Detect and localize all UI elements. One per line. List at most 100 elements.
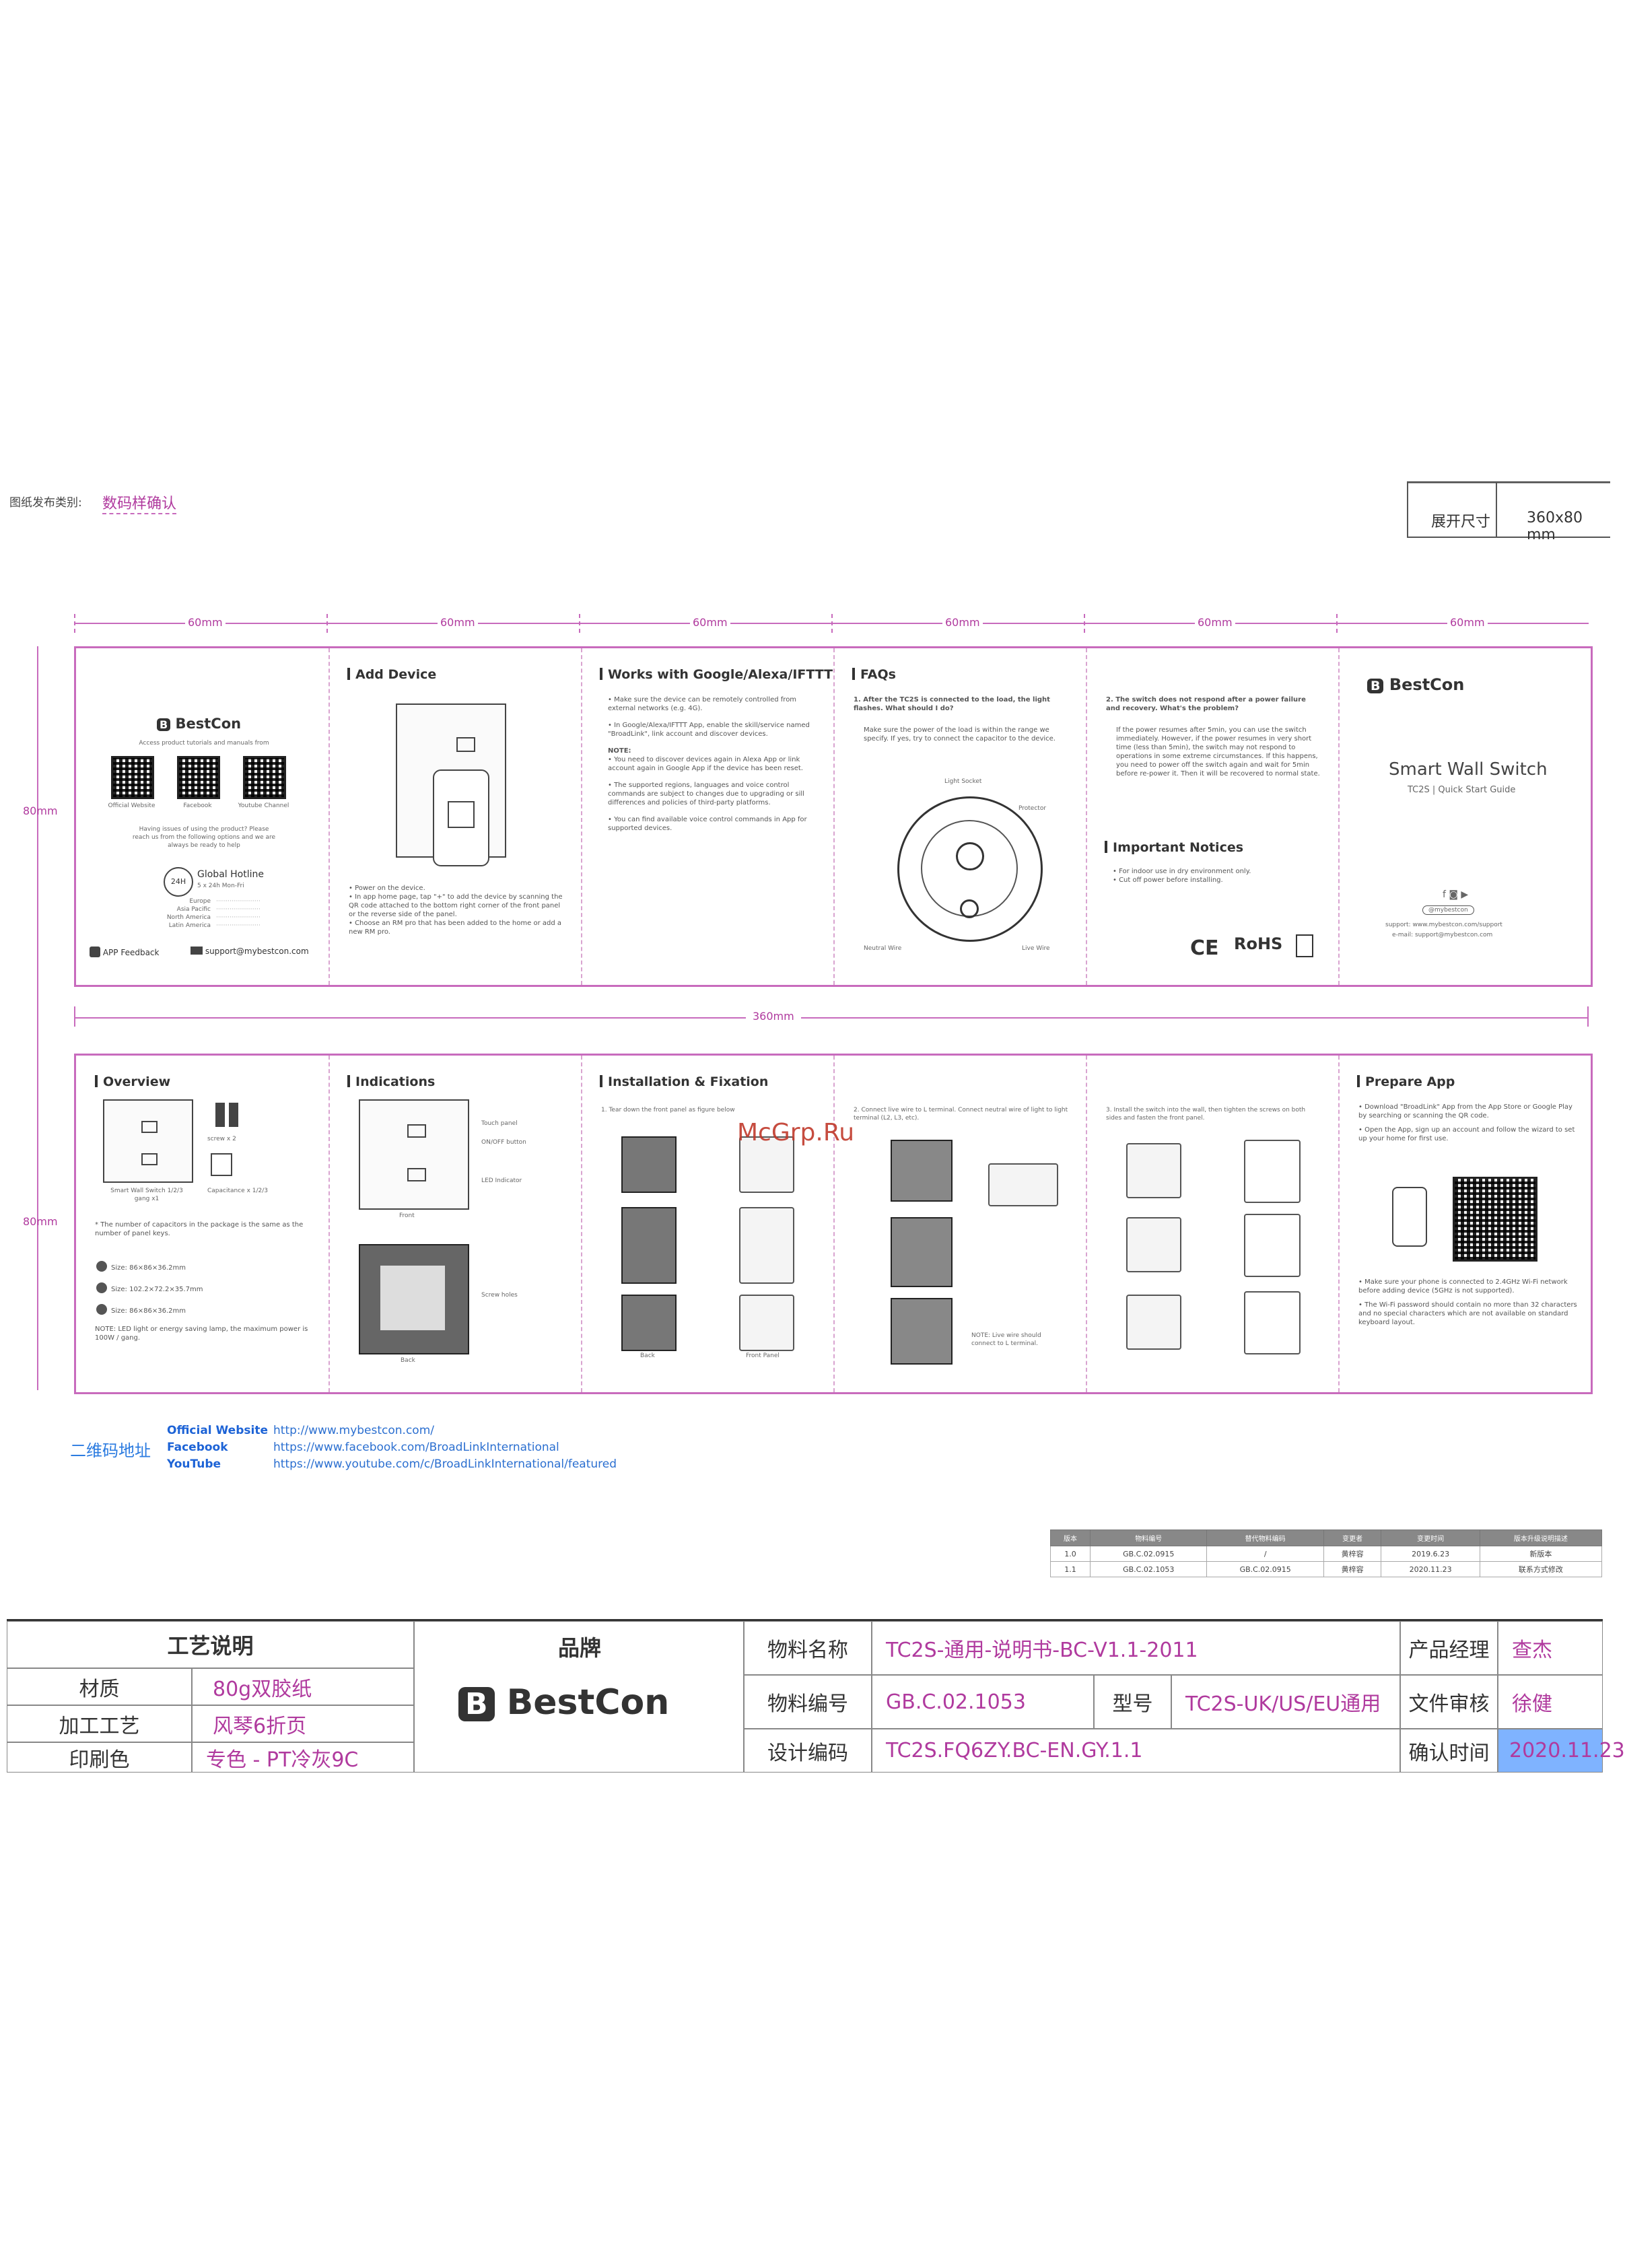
- revision-header: 版本: [1050, 1530, 1091, 1546]
- brand-cell: 品牌 B BestCon: [414, 1621, 744, 1773]
- link-url-youtube[interactable]: https://www.youtube.com/c/BroadLinkInter…: [273, 1457, 617, 1471]
- revision-cell: 联系方式修改: [1479, 1561, 1603, 1577]
- link-label-facebook: Facebook: [167, 1441, 228, 1454]
- number-value: GB.C.02.1053: [872, 1675, 1094, 1729]
- phone-icon: [1392, 1187, 1427, 1247]
- model-value: TC2S-UK/US/EU通用: [1171, 1675, 1400, 1729]
- install-3c-hand: [1244, 1291, 1301, 1354]
- support-url: support: www.mybestcon.com/support: [1385, 922, 1502, 928]
- material-value: 80g双胶纸: [192, 1668, 414, 1705]
- model-label: 型号: [1094, 1675, 1171, 1729]
- link-label-website: Official Website: [167, 1424, 268, 1437]
- ce-mark: CE: [1190, 936, 1219, 960]
- revision-cell: 黄梓容: [1323, 1561, 1382, 1577]
- revision-cell: GB.C.02.1053: [1089, 1561, 1208, 1577]
- label-neutral-wire: Neutral Wire: [864, 945, 902, 952]
- watermark: McGrp.Ru: [737, 1119, 855, 1146]
- unfold-size-value: 360x80 mm: [1527, 510, 1583, 543]
- install-2b: [891, 1217, 953, 1287]
- revision-header: 物料编号: [1089, 1530, 1208, 1546]
- install-1b-back: [621, 1207, 677, 1284]
- b-logo-icon: B: [1367, 679, 1384, 693]
- app-download-qr: [1453, 1177, 1537, 1262]
- leaflet-panel-front: B BestCon Access product tutorials and m…: [74, 646, 1593, 987]
- link-url-website[interactable]: http://www.mybestcon.com/: [273, 1424, 434, 1437]
- link-label-youtube: YouTube: [167, 1457, 221, 1471]
- process-value: 风琴6折页: [192, 1705, 414, 1742]
- pm-value: 查杰: [1498, 1621, 1603, 1675]
- dimension-line-total: [74, 1017, 1589, 1019]
- date-value: 2020.11.23: [1498, 1729, 1625, 1773]
- install-1a-back: [621, 1136, 677, 1193]
- dimension-line-left: [37, 646, 38, 1390]
- unfold-size-box: 展开尺寸 360x80 mm: [1407, 481, 1610, 543]
- install-2-detail: [988, 1163, 1058, 1206]
- design-value: TC2S.FQ6ZY.BC-EN.GY.1.1: [872, 1729, 1400, 1773]
- dim-segment-label: 60mm: [438, 616, 478, 629]
- dimension-tick: [579, 614, 580, 633]
- spec-table: 工艺说明 材质 80g双胶纸 加工工艺 风琴6折页 印刷色 专色 - PT冷灰9…: [7, 1619, 1625, 1773]
- revision-cell: 2020.11.23: [1381, 1561, 1480, 1577]
- prepare-app-items-top: • Download "BroadLink" App from the App …: [1358, 1103, 1575, 1142]
- indications-front-label: Front: [399, 1212, 415, 1219]
- release-category-value: 数码样确认: [102, 491, 177, 514]
- support-mail: e-mail: support@mybestcon.com: [1392, 932, 1493, 938]
- process-label: 加工工艺: [7, 1705, 192, 1742]
- qr-label-3: Youtube Channel: [238, 802, 289, 809]
- b-logo-icon: B: [458, 1687, 495, 1721]
- phone-hand-illustration: [433, 769, 489, 866]
- add-device-title: Add Device: [347, 667, 436, 682]
- help-text: Having issues of using the product? Plea…: [132, 826, 276, 849]
- material-label: 材质: [7, 1668, 192, 1705]
- hotline-clock-icon: 24H: [164, 867, 193, 897]
- install-3b-panel: [1126, 1217, 1181, 1272]
- indication-screw-holes: Screw holes: [481, 1292, 518, 1299]
- prepare-app-title: Prepare App: [1357, 1074, 1455, 1089]
- revision-header: 替代物料编码: [1206, 1530, 1324, 1546]
- label-protector: Protector: [1018, 805, 1047, 812]
- pm-label: 产品经理: [1400, 1621, 1498, 1675]
- capacitor-icon: [211, 1153, 232, 1176]
- region-phone-list: ········································…: [216, 898, 261, 929]
- weee-bin-icon: [1296, 934, 1313, 957]
- overview-label-screw: screw x 2: [207, 1136, 236, 1142]
- release-category-label: 图纸发布类别:: [9, 496, 82, 510]
- indications-back-illustration: [359, 1244, 469, 1354]
- overview-sizes: Size: 86×86×36.2mm Size: 102.2×72.2×35.7…: [96, 1258, 203, 1322]
- faq-1-answer: Make sure the power of the load is withi…: [864, 726, 1056, 743]
- bestcon-logo-cover: B BestCon: [1367, 675, 1464, 694]
- link-url-facebook[interactable]: https://www.facebook.com/BroadLinkIntern…: [273, 1441, 559, 1454]
- label-light-socket: Light Socket: [944, 778, 982, 785]
- revision-cell: 新版本: [1479, 1546, 1603, 1562]
- revision-cell: 黄梓容: [1323, 1546, 1382, 1562]
- dim-segment-label: 60mm: [1447, 616, 1488, 629]
- b-logo-icon: B: [157, 718, 171, 731]
- indications-front-illustration: [359, 1099, 469, 1210]
- social-handle: @mybestcon: [1422, 905, 1474, 915]
- date-label: 确认时间: [1400, 1729, 1498, 1773]
- dimension-tick: [831, 614, 833, 633]
- install-2c: [891, 1298, 953, 1365]
- review-label: 文件审核: [1400, 1675, 1498, 1729]
- install-2a: [891, 1140, 953, 1202]
- faq-2-question: 2. The switch does not respond after a p…: [1106, 696, 1306, 712]
- brand-logo: B BestCon: [458, 1682, 669, 1723]
- install-3c-panel: [1126, 1295, 1181, 1350]
- overview-note-2: NOTE: LED light or energy saving lamp, t…: [95, 1326, 308, 1342]
- revision-cell: GB.C.02.0915: [1089, 1546, 1208, 1562]
- screw-icon: [214, 1103, 241, 1128]
- number-label: 物料编号: [744, 1675, 872, 1729]
- qr-youtube: [243, 756, 286, 799]
- faq-2-answer: If the power resumes after 5min, you can…: [1116, 726, 1320, 778]
- design-label: 设计编码: [744, 1729, 872, 1773]
- support-email[interactable]: support@mybestcon.com: [191, 947, 309, 956]
- install-3b-hand: [1244, 1214, 1301, 1277]
- overview-note: * The number of capacitors in the packag…: [95, 1221, 304, 1237]
- qr-official-website: [111, 756, 154, 799]
- app-feedback[interactable]: APP Feedback: [90, 947, 159, 957]
- overview-label-switch: Smart Wall Switch 1/2/3 gang x1: [110, 1188, 183, 1202]
- indication-touch-panel: Touch panel: [481, 1120, 518, 1127]
